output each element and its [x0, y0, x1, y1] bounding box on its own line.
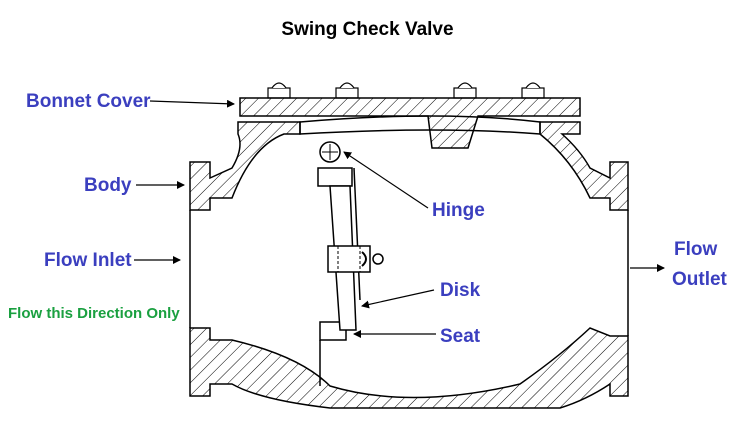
flow-direction-note: Flow this Direction Only [8, 305, 180, 322]
diagram-title: Swing Check Valve [281, 19, 454, 40]
body-lower-shape [189, 327, 629, 409]
hinge-arm [317, 167, 353, 187]
disk-leader [361, 289, 435, 309]
hinge-label: Hinge [432, 200, 485, 221]
bonnet-cover-label: Bonnet Cover [26, 91, 151, 112]
disk-rod [353, 167, 361, 301]
body-label: Body [84, 175, 132, 196]
bonnet-cover-leader [149, 99, 235, 108]
bonnet-bolts [267, 82, 545, 99]
seat-label: Seat [440, 326, 481, 347]
body-top-wall [299, 115, 541, 135]
bonnet-cover-shape [239, 97, 581, 149]
hinge-leader [343, 151, 429, 209]
flow-outlet-label-line2: Outlet [672, 269, 727, 290]
body-upper-right-shape [539, 121, 629, 211]
leader-arrows [134, 99, 665, 338]
flow-outlet-label-line1: Flow [674, 239, 718, 260]
flow-inlet-label: Flow Inlet [44, 250, 132, 271]
disk-nut [327, 245, 371, 273]
body-upper-shape [189, 121, 301, 211]
disk-label: Disk [440, 280, 481, 301]
